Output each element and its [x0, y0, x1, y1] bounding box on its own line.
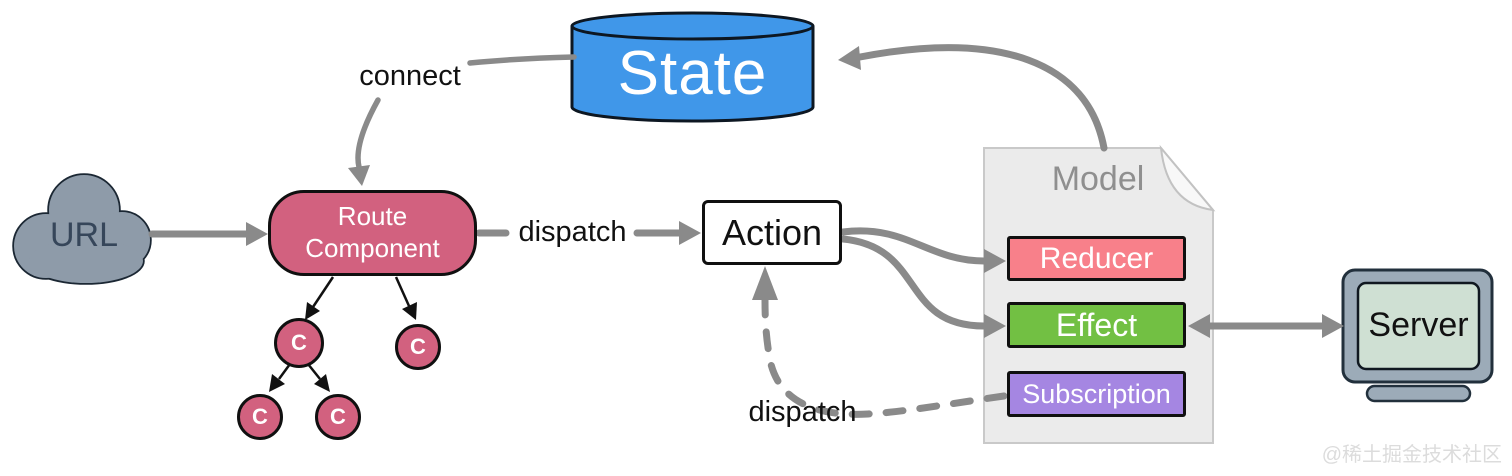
dispatch-edge-label-bottom: dispatch [748, 396, 857, 428]
arrow-route-to-c2 [394, 276, 417, 320]
model-title-label: Model [1051, 160, 1145, 198]
action-node-label: Action [721, 211, 823, 253]
url-cloud-label: URL [49, 216, 119, 254]
paper-fold-corner [1159, 144, 1216, 212]
arrow-state-to-connect [467, 54, 577, 66]
action-node: Action [702, 200, 842, 265]
component-node: C [315, 394, 361, 440]
watermark-text: @稀土掘金技术社区 [1321, 444, 1502, 466]
arrow-subscription-dispatch-to-action [752, 266, 1008, 418]
effect-node-label: Effect [1055, 306, 1138, 343]
effect-node: Effect [1007, 302, 1186, 348]
component-node-label: C [330, 404, 346, 429]
component-node: C [274, 318, 324, 368]
arrow-route-to-c1 [305, 276, 335, 320]
route-component-node: Route Component [268, 190, 477, 276]
component-node: C [395, 324, 441, 370]
dispatch-edge-label-top: dispatch [518, 216, 627, 248]
component-node-label: C [291, 330, 307, 355]
component-node-label: C [410, 334, 426, 359]
arrow-route-to-action [475, 221, 701, 245]
component-node: C [237, 394, 283, 440]
arrow-model-to-state [838, 44, 1108, 152]
connect-edge-label: connect [359, 60, 461, 92]
subscription-node-label: Subscription [1022, 378, 1171, 409]
arrow-action-to-reducer [839, 227, 1006, 273]
route-component-label: Route Component [305, 201, 440, 263]
url-cloud-icon [12, 173, 152, 285]
component-node-label: C [252, 404, 268, 429]
reducer-node-label: Reducer [1039, 241, 1154, 275]
reducer-node: Reducer [1007, 236, 1186, 281]
server-node-label: Server [1368, 306, 1469, 344]
state-cylinder-icon [570, 11, 815, 123]
arrow-url-to-route [148, 222, 268, 246]
arrow-c1-to-c4 [307, 363, 330, 392]
state-node-label: State [617, 39, 768, 108]
arrow-connect-to-route [348, 97, 381, 186]
arrow-c1-to-c3 [269, 363, 292, 392]
subscription-node: Subscription [1007, 371, 1186, 417]
server-icon [1341, 268, 1494, 403]
arrow-action-to-effect [839, 235, 1006, 338]
arrow-effect-server-bidirectional [1188, 314, 1344, 338]
